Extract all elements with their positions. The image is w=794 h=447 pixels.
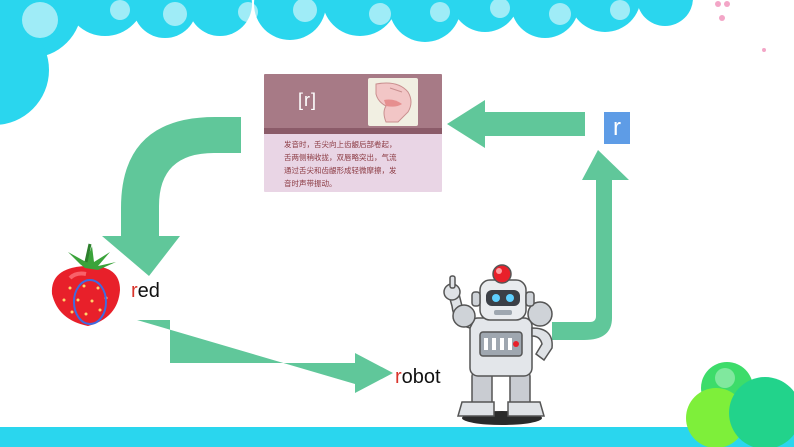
arrow-card-to-red	[102, 117, 241, 276]
card-body	[264, 134, 442, 192]
phonetic-symbol: [r]	[298, 90, 317, 110]
pronunciation-card: [r] 发音时，舌尖向上齿龈后部卷起， 舌两侧稍收拢，双唇略突出，气流 通过舌尖…	[264, 74, 442, 192]
description-line: 音时声带振动。	[284, 179, 337, 188]
letter-r-box: r	[604, 112, 630, 144]
arrow-robot-to-r	[552, 150, 629, 340]
arrow-red-to-robot	[137, 320, 393, 393]
description-line: 发音时，舌尖向上齿龈后部卷起，	[284, 140, 397, 149]
highlight-letter: r	[131, 280, 138, 302]
description-line: 通过舌尖和齿龈形成轻微摩擦，发	[284, 166, 397, 175]
word-red: red	[131, 280, 160, 302]
highlight-letter: r	[395, 366, 402, 388]
strawberry-image	[51, 243, 120, 326]
word-robot: robot	[395, 366, 441, 388]
green-bubbles	[686, 362, 794, 447]
robot-image	[443, 264, 553, 425]
mouth-diagram-icon	[368, 78, 418, 126]
pronunciation-description: 发音时，舌尖向上齿龈后部卷起， 舌两侧稍收拢，双唇略突出，气流 通过舌尖和齿龈形…	[284, 138, 430, 190]
description-line: 舌两侧稍收拢，双唇略突出，气流	[284, 153, 397, 162]
arrow-r-to-card	[447, 100, 585, 148]
bottom-strip	[0, 427, 794, 447]
